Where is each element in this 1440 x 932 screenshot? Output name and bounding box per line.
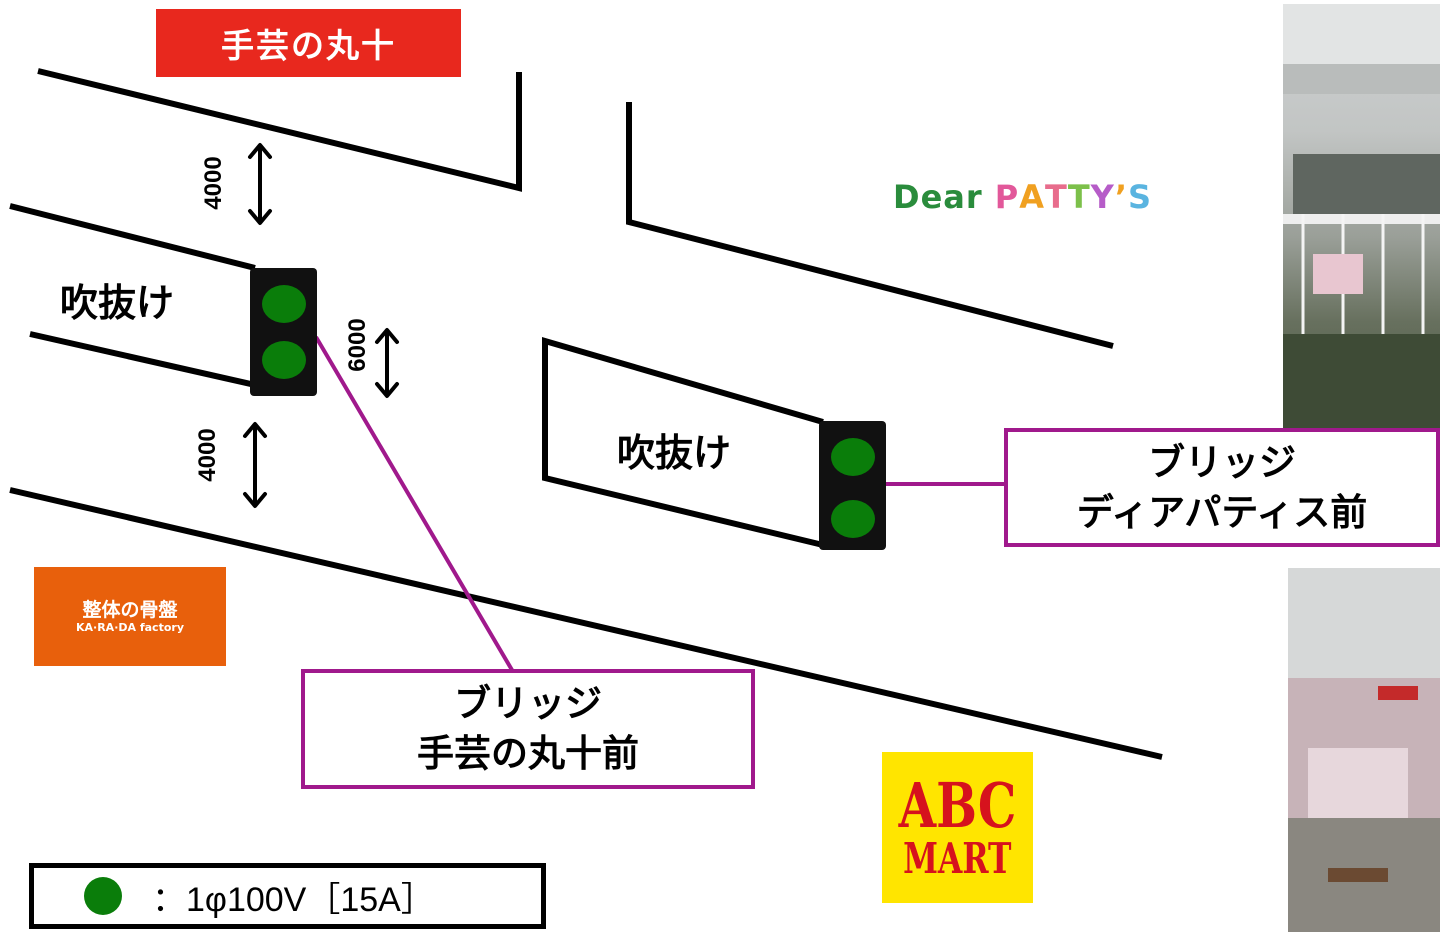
patty-logo-letter: e	[920, 178, 944, 216]
legend-box: ：1φ100V［15A］	[29, 863, 546, 929]
patty-logo-letter	[983, 178, 995, 216]
photo-shugei-illustration	[1288, 568, 1440, 932]
outlet-dot	[262, 341, 306, 379]
void-right-outline	[542, 337, 824, 548]
abc-logo-line1: ABC	[898, 768, 1017, 842]
void-label-right: 吹抜け	[617, 431, 732, 475]
leader-line-shugei	[314, 335, 514, 672]
photo-shugei-bridge	[1288, 568, 1440, 932]
callout-bridge-shugei: ブリッジ 手芸の丸十前	[301, 669, 755, 789]
photo-patty-illustration	[1283, 4, 1440, 428]
karada-logo-line2: KA·RA·DA factory	[76, 620, 184, 634]
dear-pattys-logo: Dear PATTY’S	[893, 178, 1193, 222]
karada-factory-logo: 整体の骨盤 KA·RA·DA factory	[34, 567, 226, 666]
abc-mart-logo: ABC MART	[882, 752, 1033, 903]
void-left-bottom-edge	[29, 331, 256, 388]
patty-logo-letter: r	[965, 178, 983, 216]
patty-logo-letter: T	[1045, 178, 1068, 216]
callout-shugei-line1: ブリッジ	[454, 682, 602, 725]
patty-logo-letter: S	[1127, 178, 1153, 216]
dimension-label-top: 4000	[200, 156, 227, 210]
legend-outlet-dot	[84, 877, 122, 915]
wall-lower	[9, 487, 1163, 760]
shugei-logo-text: 手芸の丸十	[221, 26, 396, 65]
void-label-left: 吹抜け	[60, 281, 175, 325]
patty-logo-letter: A	[1019, 178, 1045, 216]
dimension-arrow-top	[248, 143, 272, 225]
void-left-top-edge	[9, 203, 256, 271]
abc-logo-line2: MART	[903, 833, 1012, 883]
outlet-box-shugei	[250, 268, 317, 396]
callout-patty-line1: ブリッジ	[1148, 440, 1296, 484]
dimension-arrow-mid	[375, 328, 399, 398]
dimension-label-bottom: 4000	[194, 428, 221, 482]
callout-patty-line2: ディアパティス前	[1076, 490, 1368, 534]
shugei-marujuu-logo: 手芸の丸十	[156, 9, 461, 77]
dimension-arrow-bottom	[243, 422, 267, 508]
patty-logo-letter: a	[943, 178, 966, 216]
outlet-box-patty	[819, 421, 886, 550]
outlet-dot	[831, 500, 875, 538]
patty-logo-letter: Y	[1090, 178, 1115, 216]
patty-logo-letter: T	[1067, 178, 1091, 216]
patty-logo-letter: ’	[1114, 178, 1128, 216]
outlet-dot	[262, 285, 306, 323]
wall-upper-left	[37, 68, 522, 192]
dimension-label-mid: 6000	[344, 318, 371, 372]
outlet-dot	[831, 438, 875, 476]
patty-logo-letter: P	[994, 178, 1020, 216]
legend-text: ：1φ100V［15A］	[152, 880, 435, 919]
callout-shugei-line2: 手芸の丸十前	[417, 732, 639, 775]
karada-logo-line1: 整体の骨盤	[82, 598, 178, 621]
patty-logo-letter: D	[893, 178, 921, 216]
wall-upper-right	[626, 102, 1114, 349]
callout-bridge-patty: ブリッジ ディアパティス前	[1004, 428, 1440, 547]
photo-patty-bridge	[1283, 4, 1440, 428]
